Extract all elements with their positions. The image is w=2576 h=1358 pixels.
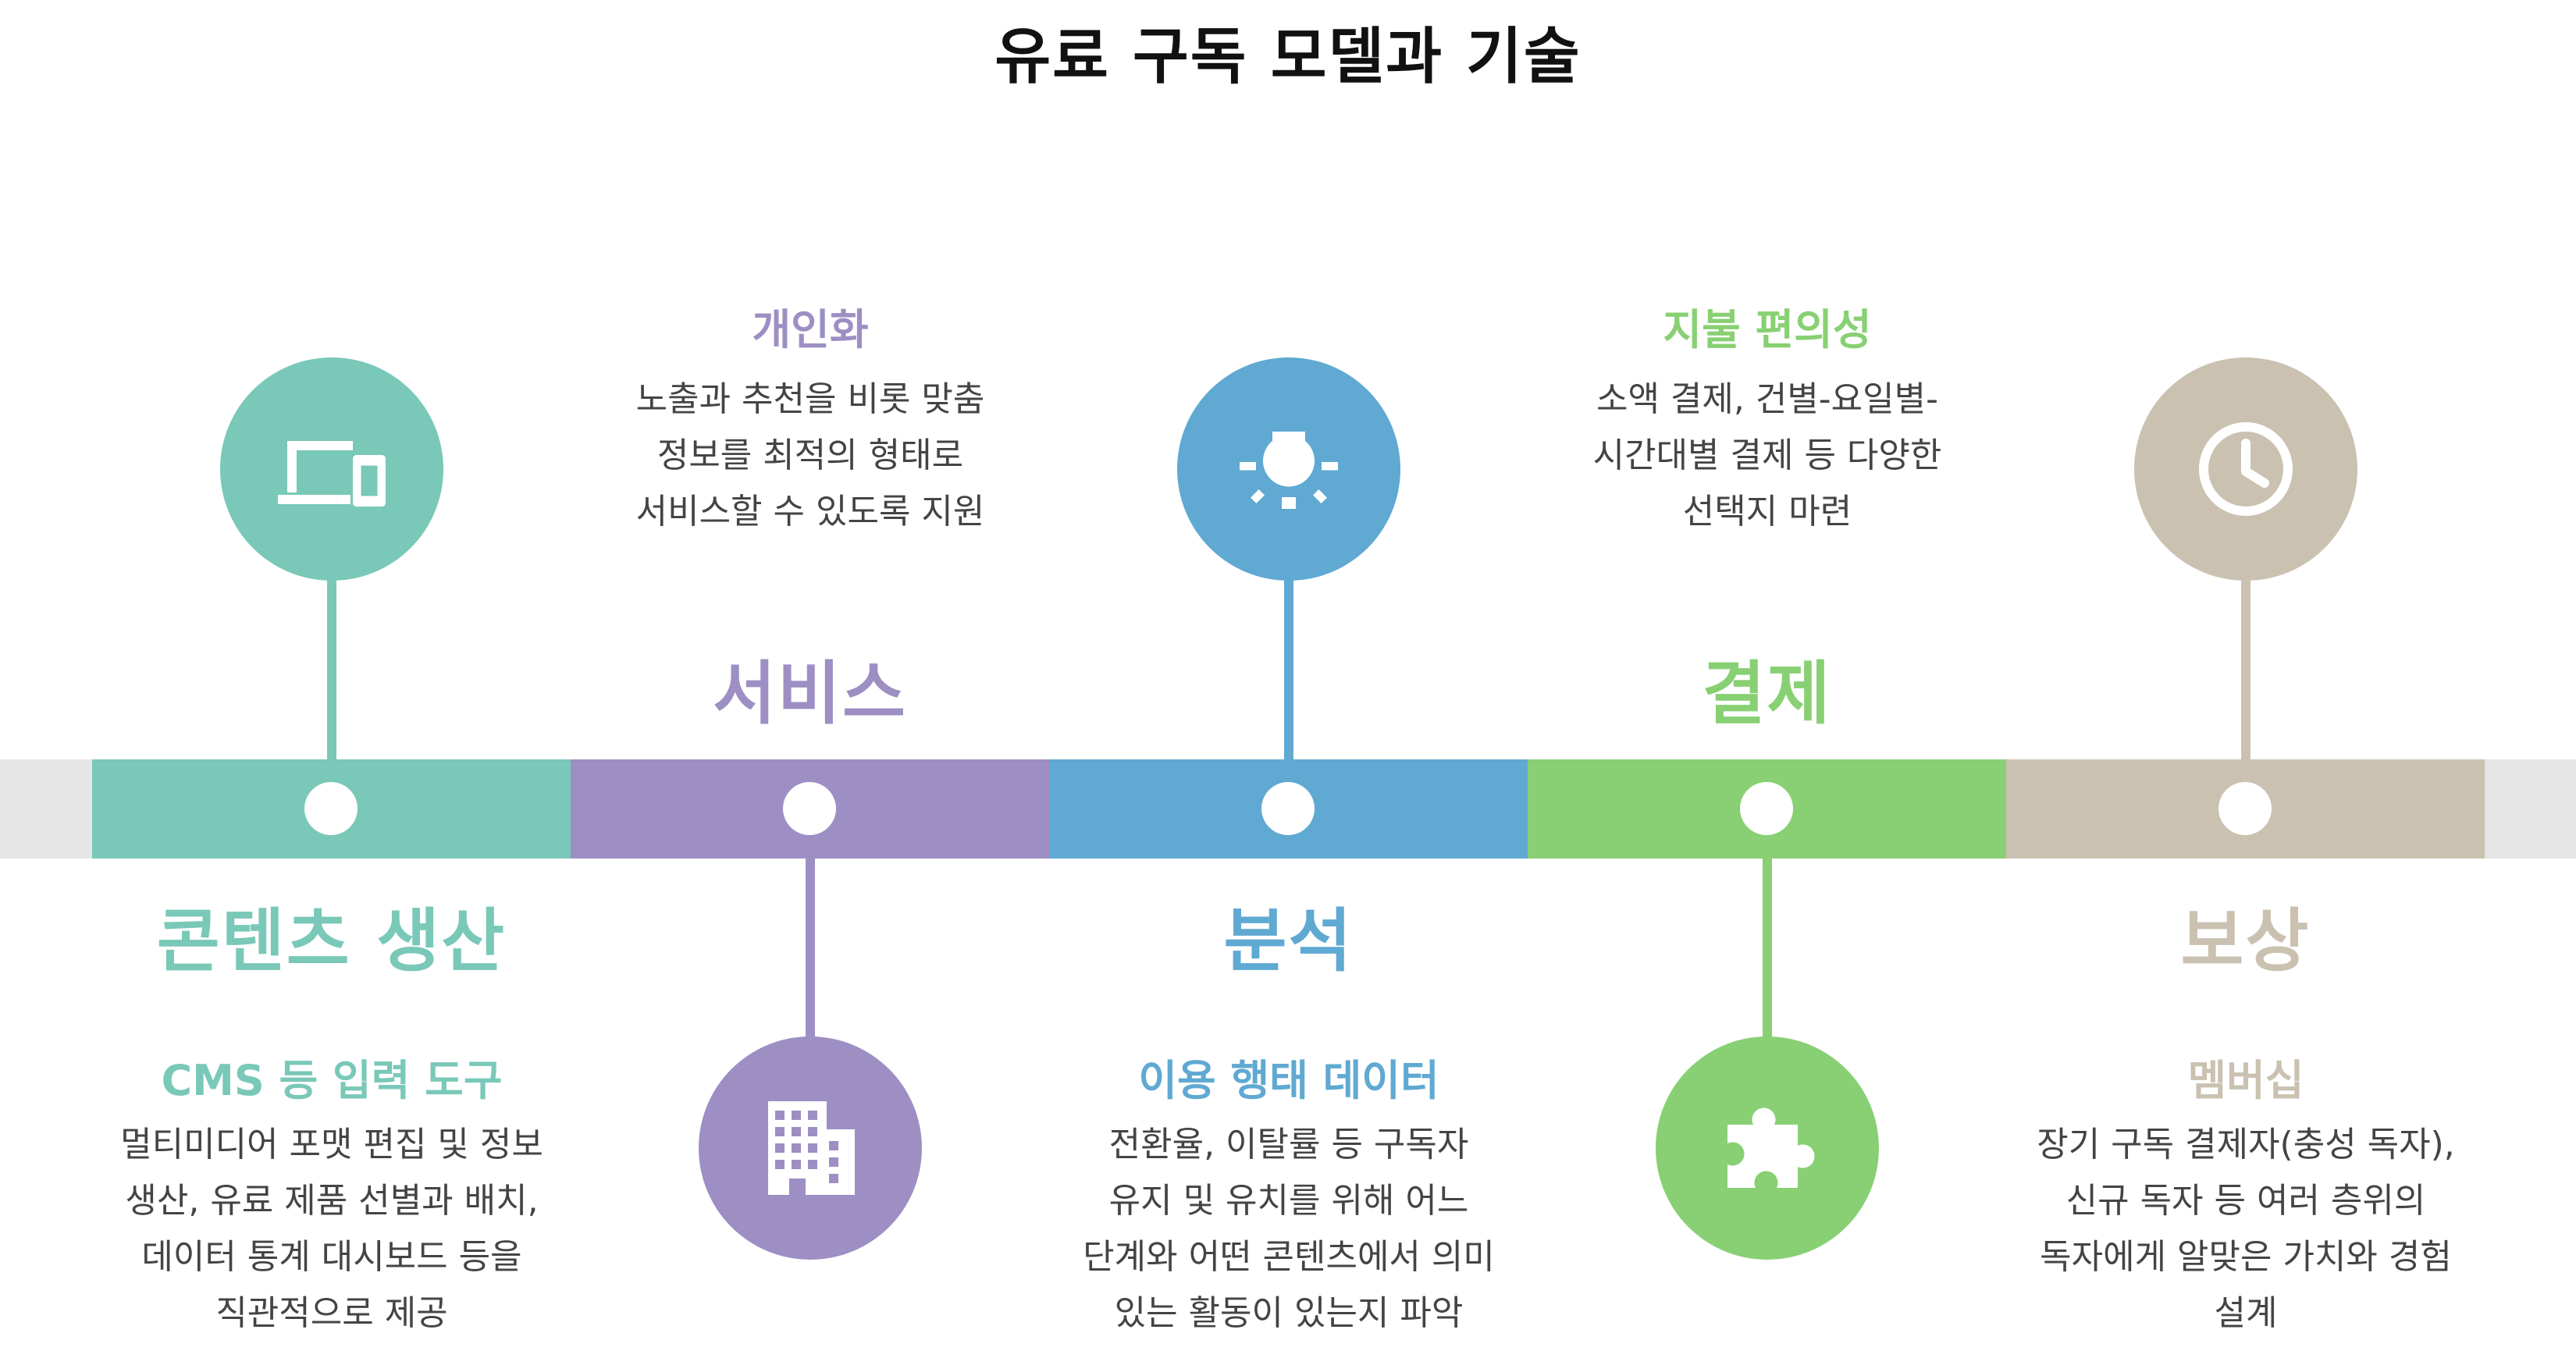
- timeline-segment-service: [571, 759, 1049, 859]
- puzzle-icon: [1727, 1107, 1815, 1188]
- info-title: 지불 편의성: [1663, 305, 1872, 354]
- timeline-node: [1261, 782, 1315, 835]
- page-title: 유료 구독 모델과 기술: [994, 22, 1582, 92]
- info-description: 장기 구독 결제자(충성 독자), 신규 독자 등 여러 층위의 독자에게 알맞…: [2037, 1125, 2455, 1333]
- timeline-node: [1740, 782, 1793, 835]
- devices-icon: [278, 441, 386, 507]
- info-description: 전환율, 이탈률 등 구독자 유지 및 유치를 위해 어느 단계와 어떤 콘텐츠…: [1083, 1125, 1495, 1333]
- connector-line: [1284, 574, 1293, 761]
- info-title: 이용 행태 데이터: [1138, 1056, 1439, 1105]
- timeline-segment-analysis: [1049, 759, 1528, 859]
- stage-label: 콘텐츠 생산: [156, 901, 507, 981]
- timeline-node: [2218, 782, 2272, 835]
- stage-icon-circle: [699, 1036, 922, 1260]
- connector-line: [1763, 857, 1772, 1044]
- timeline-segment-reward: [2006, 759, 2485, 859]
- stage-label: 결제: [1702, 653, 1832, 734]
- stage-label: 서비스: [713, 653, 907, 734]
- connector-line: [806, 857, 815, 1044]
- timeline-node: [304, 782, 358, 835]
- timeline-segment-payment: [1528, 759, 2006, 859]
- stage-icon-circle: [1177, 357, 1400, 581]
- lightbulb-icon: [1240, 432, 1338, 509]
- info-description: 멀티미디어 포맷 편집 및 정보 생산, 유료 제품 선별과 배치, 데이터 통…: [120, 1125, 543, 1333]
- stage-label: 분석: [1223, 901, 1354, 981]
- info-description: 소액 결제, 건별-요일별- 시간대별 결제 등 다양한 선택지 마련: [1592, 379, 1942, 531]
- info-title: 개인화: [752, 305, 869, 354]
- info-title: CMS 등 입력 도구: [161, 1056, 503, 1105]
- timeline-segment-content-production: [92, 759, 571, 859]
- info-title: 멤버십: [2187, 1056, 2304, 1105]
- stage-icon-circle: [1656, 1036, 1879, 1260]
- clock-icon: [2199, 422, 2293, 516]
- stage-icon-circle: [2134, 357, 2357, 581]
- stage-icon-circle: [220, 357, 443, 581]
- stage-label: 보상: [2180, 901, 2311, 981]
- info-description: 노출과 추천을 비롯 맞춤 정보를 최적의 형태로 서비스할 수 있도록 지원: [635, 379, 985, 531]
- building-icon: [768, 1101, 855, 1195]
- connector-line: [2241, 574, 2250, 761]
- connector-line: [327, 574, 336, 761]
- timeline-node: [783, 782, 836, 835]
